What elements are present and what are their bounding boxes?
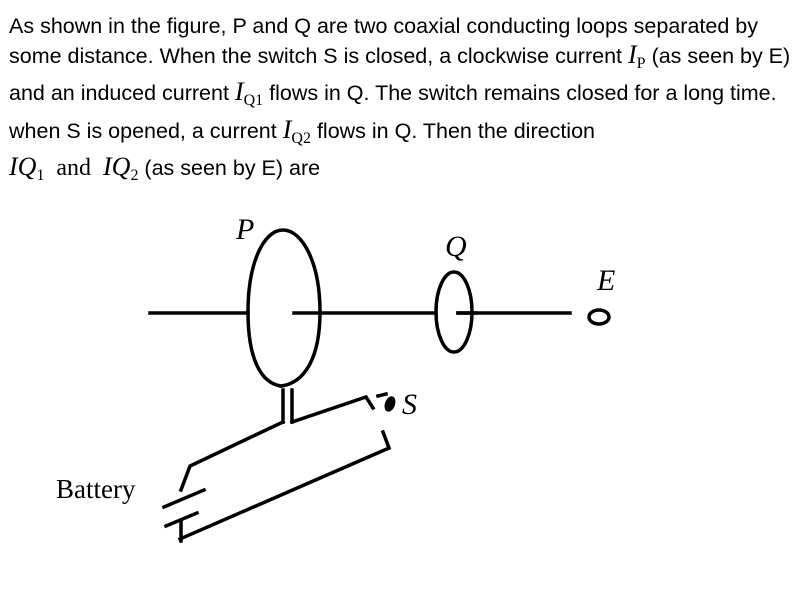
switch-lever	[177, 429, 392, 542]
expression-iq2-symbol: IQ	[103, 152, 131, 181]
circuit-figure: P Q E S Battery	[56, 213, 615, 543]
label-q: Q	[445, 230, 467, 263]
loop-q	[434, 270, 474, 354]
expression-iq1-symbol: IQ	[9, 152, 37, 181]
expression-and: and	[56, 155, 92, 181]
current-iq2-symbol: I	[282, 114, 292, 144]
expression-iq1-subscript: 1	[36, 167, 45, 184]
label-p: P	[235, 213, 254, 246]
switch-pivot	[384, 396, 396, 412]
label-battery: Battery	[56, 474, 136, 504]
current-ip-symbol: I	[628, 39, 637, 69]
current-ip-subscript: P	[636, 54, 646, 72]
switch-contact	[375, 391, 389, 399]
label-e: E	[596, 264, 615, 297]
wire-to-switch	[289, 394, 376, 425]
question-part-4: flows in Q. Then the direction	[316, 118, 595, 143]
question-part-3: flows in Q. The switch remains closed fo…	[9, 81, 777, 143]
current-iq2-subscript: Q2	[291, 129, 311, 147]
question-part-5: (as seen by E) are	[144, 156, 321, 180]
observer-e-circle	[587, 308, 611, 326]
question-part-1: As shown in the figure, P and Q are two …	[9, 14, 758, 68]
wire-to-battery	[178, 419, 286, 493]
question-part-2: (as seen by E) and an induced current	[9, 43, 791, 106]
current-iq1-subscript: Q1	[243, 92, 264, 109]
label-s: S	[402, 388, 417, 421]
expression-iq2-subscript: 2	[130, 167, 139, 184]
question-text: As shown in the figure, P and Q are two …	[9, 12, 791, 191]
battery-plate-long	[161, 487, 207, 510]
current-iq1-symbol: I	[234, 77, 244, 106]
loop-p	[246, 228, 322, 388]
